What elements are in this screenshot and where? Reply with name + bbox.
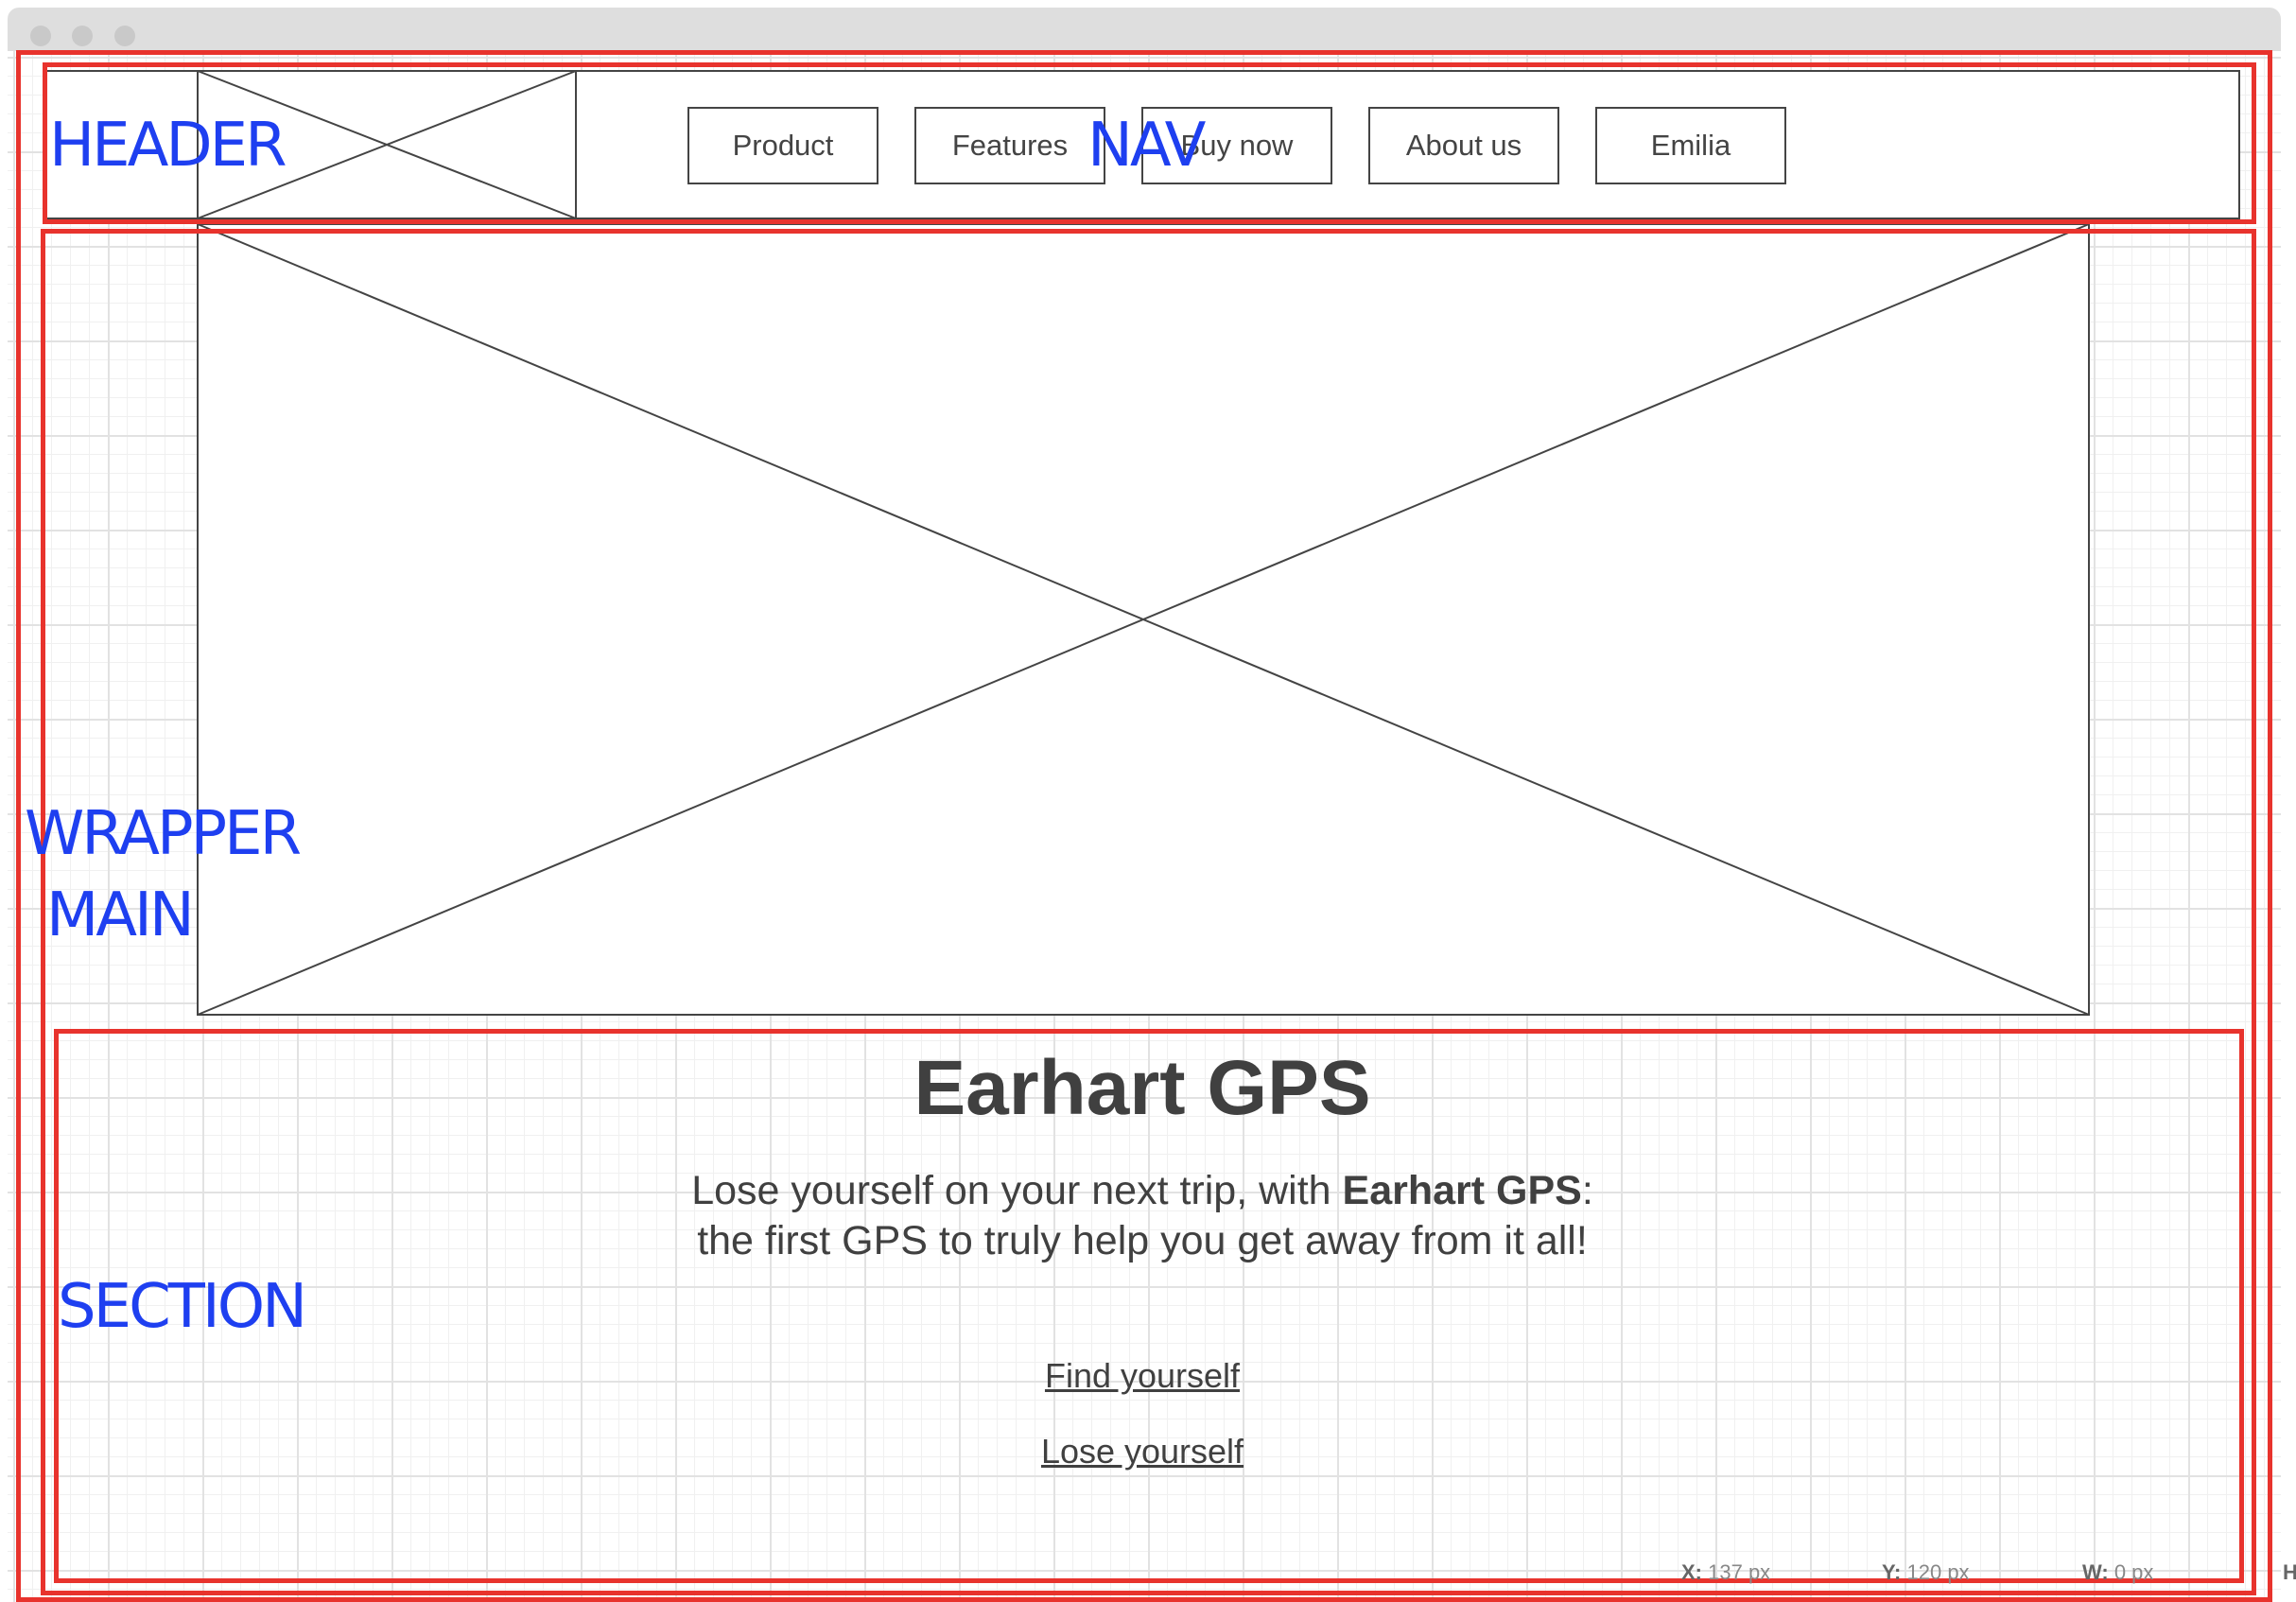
window-minimize-dot[interactable] bbox=[72, 26, 93, 46]
section-label: SECTION bbox=[58, 1272, 307, 1342]
wrapper-annotation-box bbox=[16, 50, 2272, 1602]
product-title: Earhart GPS bbox=[913, 1045, 1371, 1131]
nav-button-buy-now[interactable]: Buy now bbox=[1141, 107, 1332, 184]
main-label: MAIN bbox=[46, 880, 195, 950]
header-annotation-box bbox=[43, 62, 2256, 224]
status-y-value: 120 px bbox=[1906, 1560, 1970, 1584]
product-description: Lose yourself on your next trip, with Ea… bbox=[0, 1166, 2285, 1266]
status-y-label: Y: bbox=[1882, 1560, 1902, 1584]
hero-image-placeholder bbox=[197, 223, 2090, 1016]
nav-button-label: About us bbox=[1405, 129, 1522, 162]
header-label: HEADER bbox=[49, 111, 287, 181]
nav-button-label: Product bbox=[732, 129, 834, 162]
nav-button-emilia[interactable]: Emilia bbox=[1595, 107, 1786, 184]
nav-button-features[interactable]: Features bbox=[914, 107, 1105, 184]
logo-placeholder-icon bbox=[197, 70, 577, 219]
lose-yourself-link[interactable]: Lose yourself bbox=[1040, 1432, 1244, 1471]
description-text: Lose yourself on your next trip, with bbox=[691, 1168, 1343, 1213]
nav-button-label: Buy now bbox=[1180, 129, 1294, 162]
status-h-label: H bbox=[2283, 1560, 2296, 1584]
browser-titlebar bbox=[8, 8, 2281, 51]
nav-label: NAV bbox=[1087, 111, 1206, 181]
status-w: W: 0 px bbox=[2082, 1560, 2153, 1585]
status-y: Y: 120 px bbox=[1882, 1560, 1970, 1585]
window-maximize-dot[interactable] bbox=[114, 26, 135, 46]
nav-button-product[interactable]: Product bbox=[687, 107, 878, 184]
nav-button-label: Features bbox=[951, 129, 1069, 162]
find-yourself-link[interactable]: Find yourself bbox=[1044, 1356, 1241, 1395]
status-x: X: 137 px bbox=[1681, 1560, 1770, 1585]
nav-button-label: Emilia bbox=[1650, 129, 1731, 162]
description-punctuation: : bbox=[1581, 1168, 1593, 1213]
status-w-label: W: bbox=[2082, 1560, 2109, 1584]
status-h: H bbox=[2283, 1560, 2296, 1585]
description-line-1: Lose yourself on your next trip, with Ea… bbox=[0, 1166, 2285, 1216]
nav-button-about-us[interactable]: About us bbox=[1368, 107, 1559, 184]
status-x-label: X: bbox=[1681, 1560, 1702, 1584]
section-annotation-box bbox=[54, 1029, 2244, 1583]
wrapper-label: WRAPPER bbox=[25, 799, 302, 869]
window-close-dot[interactable] bbox=[30, 26, 51, 46]
status-x-value: 137 px bbox=[1708, 1560, 1771, 1584]
status-w-value: 0 px bbox=[2113, 1560, 2154, 1584]
main-annotation-box bbox=[41, 229, 2256, 1595]
brand-name: Earhart GPS bbox=[1342, 1168, 1582, 1213]
description-line-2: the first GPS to truly help you get away… bbox=[697, 1218, 1588, 1263]
